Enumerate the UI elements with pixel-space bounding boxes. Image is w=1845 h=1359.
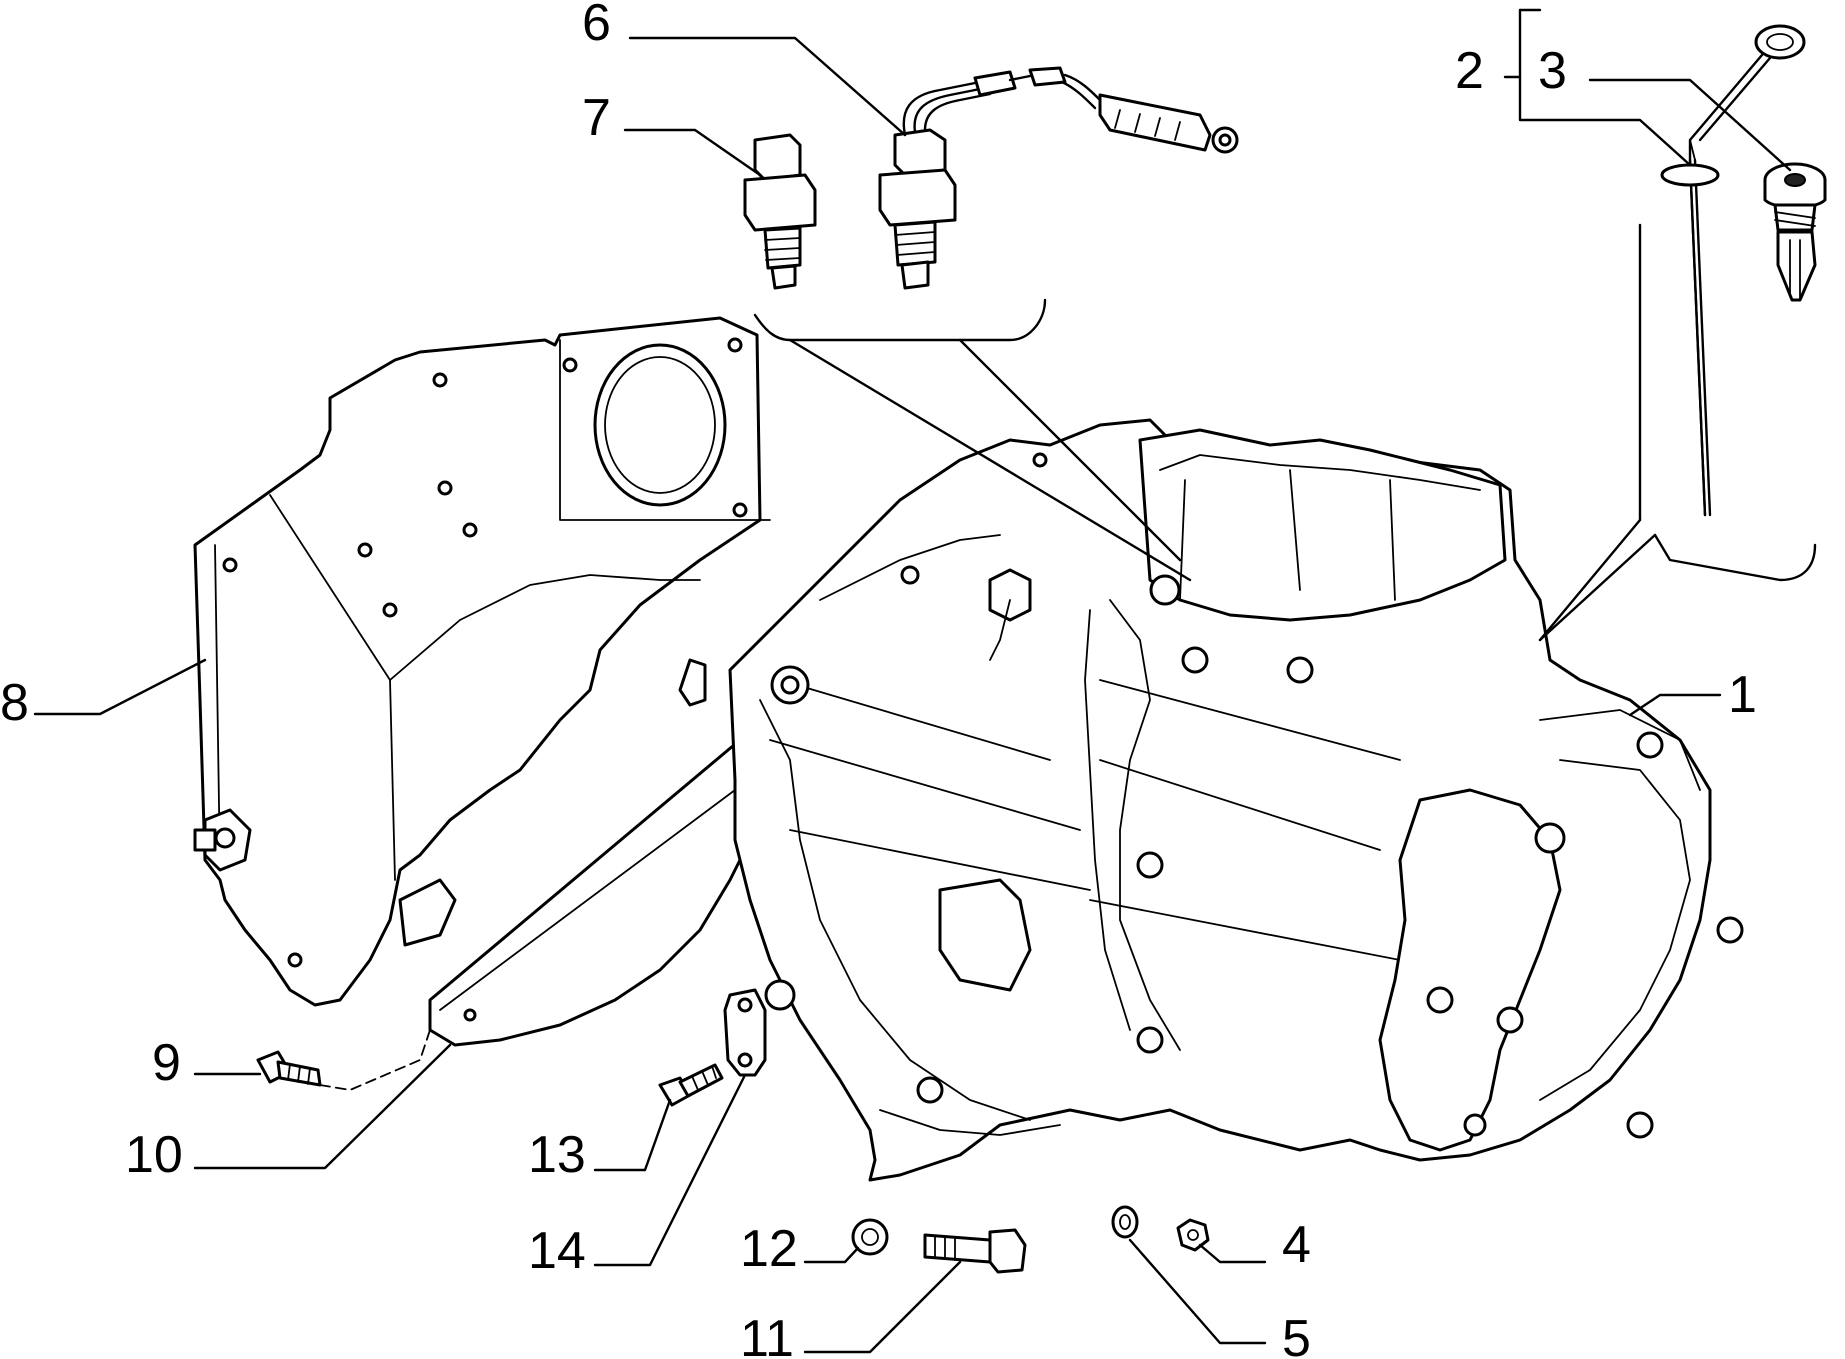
leader-13 xyxy=(593,1098,672,1172)
leader-lines xyxy=(33,8,1792,1354)
leader-5 xyxy=(1128,1238,1267,1345)
callout-4: 4 xyxy=(1282,1216,1311,1274)
leader-11 xyxy=(803,1260,962,1354)
callout-2: 2 xyxy=(1455,42,1484,100)
leader-4 xyxy=(1198,1243,1267,1264)
sensor-part-7 xyxy=(743,133,817,290)
sensor-part-6 xyxy=(878,66,1239,290)
leader-2-bracket xyxy=(1518,8,1692,167)
callout-14: 14 xyxy=(528,1222,586,1280)
leader-6 xyxy=(628,36,907,137)
washer-part-5 xyxy=(1111,1205,1139,1239)
bolt-part-13 xyxy=(658,1063,724,1107)
leader-8 xyxy=(33,658,207,716)
gearbox-housing-part-1 xyxy=(728,418,1744,1182)
callout-11: 11 xyxy=(740,1310,794,1359)
callout-8: 8 xyxy=(0,674,29,732)
dipstick-bracket-lines xyxy=(1538,223,1817,642)
callout-5: 5 xyxy=(1282,1310,1311,1359)
sensor-bracket-lines xyxy=(753,298,1192,582)
callout-10: 10 xyxy=(125,1126,183,1184)
filler-plug-part-3 xyxy=(1763,162,1827,302)
bolt-9-guide-line xyxy=(319,1029,431,1091)
dipstick-part-2 xyxy=(1660,24,1806,517)
bolt-part-11 xyxy=(923,1228,1027,1274)
callout-13: 13 xyxy=(528,1126,586,1184)
leader-14 xyxy=(593,1073,747,1267)
callout-7: 7 xyxy=(582,89,611,147)
cover-plate-part-8 xyxy=(193,316,771,1007)
washer-part-12 xyxy=(851,1218,889,1256)
leader-12 xyxy=(803,1246,860,1264)
leader-3 xyxy=(1588,78,1792,172)
callout-1: 1 xyxy=(1728,666,1757,724)
bolt-part-9 xyxy=(256,1050,322,1087)
leader-7 xyxy=(623,128,762,177)
callout-12: 12 xyxy=(740,1220,798,1278)
gasket-part-14 xyxy=(723,988,767,1077)
callout-6: 6 xyxy=(582,0,611,52)
leader-10 xyxy=(193,1043,452,1170)
callout-9: 9 xyxy=(152,1034,181,1092)
callout-3: 3 xyxy=(1538,42,1567,100)
nut-part-4 xyxy=(1176,1218,1210,1252)
leader-1 xyxy=(1628,693,1722,717)
callout-labels: 1 2 3 4 5 6 7 8 9 10 11 12 13 14 xyxy=(0,0,1757,1359)
